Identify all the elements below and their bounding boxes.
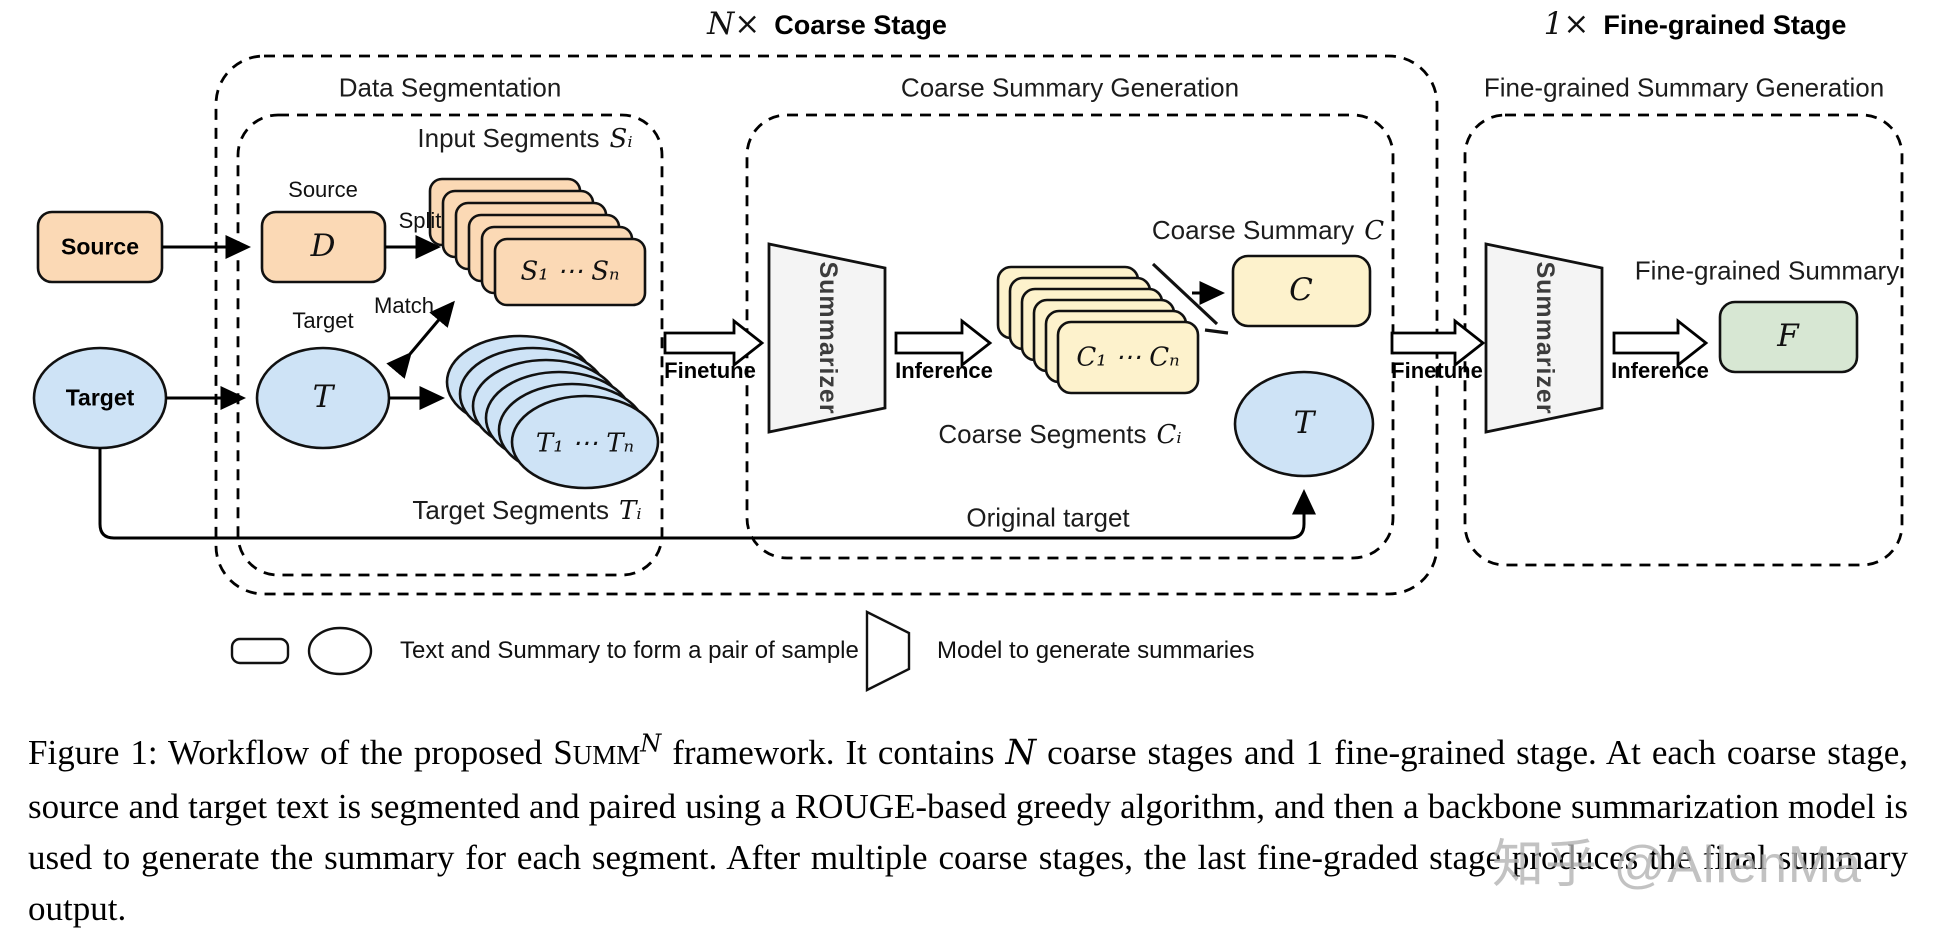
original-target-line <box>98 448 1316 540</box>
fine-summary-box-label: F <box>1777 317 1799 354</box>
caption-summ-rest: UMM <box>572 740 641 770</box>
input-segments-var: Sᵢ <box>609 124 633 155</box>
fine-stage-title: 1× Fine-grained Stage <box>1544 7 1847 41</box>
coarse-summary-box <box>1231 254 1372 328</box>
legend-model-trapezoid-icon <box>865 610 911 692</box>
legend-summary-ellipse-icon <box>307 626 373 676</box>
input-segments-stack <box>428 177 647 307</box>
coarse-segments-var: Cᵢ <box>1156 420 1182 451</box>
inference1-label: Inference <box>895 357 993 383</box>
coarse-summary-text: Coarse Summary <box>1151 215 1355 246</box>
match-arrow <box>386 300 455 379</box>
caption-part1: Figure 1: Workflow of the proposed <box>28 733 554 772</box>
inference1-block-arrow <box>894 318 993 368</box>
fine-grained-stage-box <box>1463 113 1904 567</box>
coarse-stage-title: N× Coarse Stage <box>707 7 947 41</box>
input-segments-label: Input Segments Sᵢ <box>417 124 632 154</box>
source-input-label: Source <box>61 233 139 260</box>
target-doc-caption: Target <box>292 307 354 333</box>
summarizer1-label: Summarizer <box>813 261 842 415</box>
collapse-slash <box>1151 262 1229 335</box>
coarse-segments-label: Coarse Segments Cᵢ <box>938 420 1181 450</box>
section-coarse-summary-generation: Coarse Summary Generation <box>900 72 1240 103</box>
legend-text-rect-icon <box>230 637 290 665</box>
coarse-segment-cards-label: C₁ ⋯ Cₙ <box>1076 342 1180 373</box>
target-segment-cards-label: T₁ ⋯ Tₙ <box>535 428 635 459</box>
target-segments-var: Tᵢ <box>618 496 642 527</box>
coarse-stage-box <box>214 54 1439 596</box>
data-segmentation-box <box>236 113 664 577</box>
original-target-ellipse <box>1233 370 1375 478</box>
summarizer-trapezoid-1 <box>767 242 887 434</box>
target-node-label: T <box>312 378 334 415</box>
coarse-summary-label: Coarse Summary C <box>1152 216 1384 246</box>
target-segments-text: Target Segments <box>412 495 609 526</box>
caption-summ-s: S <box>553 733 573 772</box>
figure-caption: Figure 1: Workflow of the proposed SUMMN… <box>28 727 1908 929</box>
watermark: 知乎 @AllenMa <box>1492 836 1863 894</box>
original-target-label: Original target <box>966 502 1130 533</box>
target-input-label: Target <box>65 384 135 411</box>
finetune1-label: Finetune <box>664 357 756 383</box>
coarse-summary-var: C <box>1364 216 1385 247</box>
caption-var-n: N <box>1005 733 1037 773</box>
fine-summary-box <box>1718 300 1859 374</box>
finetune1-block-arrow <box>663 318 765 368</box>
finetune2-label: Finetune <box>1391 357 1483 383</box>
coarse-segments-stack <box>996 265 1200 395</box>
coarse-summary-box-label: C <box>1289 271 1313 308</box>
fine-stage-label: Fine-grained Stage <box>1603 9 1847 40</box>
finetune2-block-arrow <box>1390 318 1486 368</box>
fine-summary-label: Fine-grained Summary <box>1634 255 1900 286</box>
fine-stage-mult: 1× <box>1543 5 1590 42</box>
caption-part2: framework. It contains <box>661 733 1006 772</box>
caption-part3: coarse stages and 1 fine-grained stage. … <box>28 733 1908 928</box>
coarse-stage-label: Coarse Stage <box>774 9 947 40</box>
section-fine-summary-generation: Fine-grained Summary Generation <box>1483 72 1885 103</box>
input-segments-text: Input Segments <box>417 123 600 154</box>
coarse-stage-mult: N× <box>707 5 761 42</box>
doc-caption: Source <box>288 176 358 202</box>
coarse-segments-text: Coarse Segments <box>938 419 1147 450</box>
section-data-segmentation: Data Segmentation <box>338 72 562 103</box>
original-target-node-label: T <box>1293 404 1315 441</box>
match-label: Match <box>374 292 434 318</box>
inference2-label: Inference <box>1611 357 1709 383</box>
input-segment-cards-label: S₁ ⋯ Sₙ <box>520 256 620 287</box>
target-segments-label: Target Segments Tᵢ <box>412 496 641 526</box>
split-label: Split <box>398 207 442 233</box>
target-segments-stack <box>445 334 660 490</box>
summarizer-trapezoid-2 <box>1484 242 1604 434</box>
doc-node-label: D <box>310 227 336 264</box>
summarizer2-label: Summarizer <box>1530 261 1559 415</box>
legend-model-label: Model to generate summaries <box>937 636 1255 664</box>
inference2-block-arrow <box>1612 318 1709 368</box>
legend-pair-label: Text and Summary to form a pair of sampl… <box>400 636 859 664</box>
caption-sup-n: N <box>640 729 662 758</box>
